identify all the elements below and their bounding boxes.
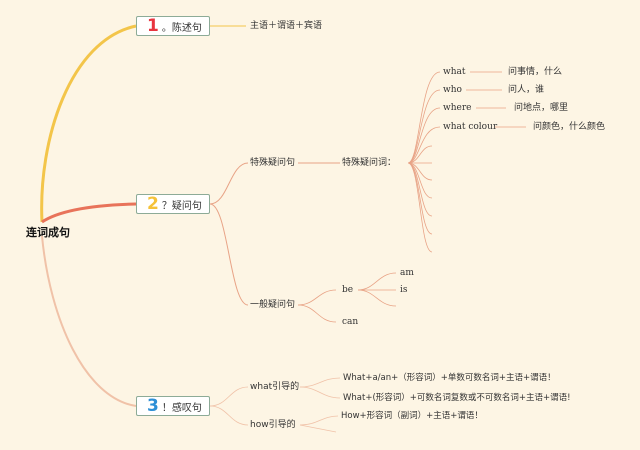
branch-question[interactable]: 2 ？疑问句 (136, 194, 210, 214)
branch-number-2: 2 (147, 194, 159, 214)
exclamation-how-node[interactable]: how引导的 (250, 420, 296, 430)
special-question-node[interactable]: 特殊疑问句 (250, 158, 296, 168)
word-what-colour[interactable]: what colour (443, 122, 498, 132)
general-can[interactable]: can (342, 317, 359, 327)
branch-label-statement: 。陈述句 (161, 22, 202, 34)
exclamation-links (209, 377, 341, 433)
general-be-am[interactable]: am (400, 268, 414, 278)
branch-statement[interactable]: 1 。陈述句 (136, 16, 210, 36)
exclamation-what-rule-2[interactable]: What+(形容词）+可数名词复数或不可数名词+主语+谓语! (343, 393, 571, 403)
special-question-words-node[interactable]: 特殊疑问词： (342, 158, 397, 168)
link-question-general (209, 203, 249, 306)
meaning-who[interactable]: 问人，谁 (508, 85, 545, 95)
meaning-what-colour[interactable]: 问颜色，什么颜色 (533, 122, 606, 132)
branch-number-3: 3 (147, 396, 159, 416)
meaning-where[interactable]: 问地点，哪里 (514, 103, 569, 113)
word-who[interactable]: who (443, 85, 462, 95)
word-what[interactable]: what (443, 67, 466, 77)
general-links (297, 272, 397, 323)
general-be[interactable]: be (342, 285, 354, 295)
root-node[interactable]: 连词成句 (26, 226, 70, 239)
link-root-statement (40, 24, 137, 223)
special-word-fan (407, 71, 526, 253)
word-where[interactable]: where (443, 103, 472, 113)
link-root-exclamation (41, 235, 137, 407)
meaning-what[interactable]: 问事情，什么 (508, 67, 563, 77)
general-question-node[interactable]: 一般疑问句 (250, 300, 296, 310)
branch-number-1: 1 (147, 16, 159, 36)
exclamation-what-rule-1[interactable]: What+a/an+（形容词）+单数可数名词+主语+谓语！ (343, 373, 556, 383)
link-root-question (41, 202, 137, 224)
exclamation-what-node[interactable]: what引导的 (250, 382, 300, 392)
branch-label-question: ？疑问句 (161, 200, 202, 212)
branch-label-exclamation: ！感叹句 (161, 402, 202, 414)
exclamation-how-rule-1[interactable]: How+形容词（副词）+主语+谓语！ (341, 411, 483, 421)
branch-exclamation[interactable]: 3 ！感叹句 (136, 396, 210, 416)
general-be-is[interactable]: is (400, 285, 408, 295)
statement-formula[interactable]: 主语＋谓语＋宾语 (250, 21, 323, 31)
link-question-special (209, 162, 249, 205)
